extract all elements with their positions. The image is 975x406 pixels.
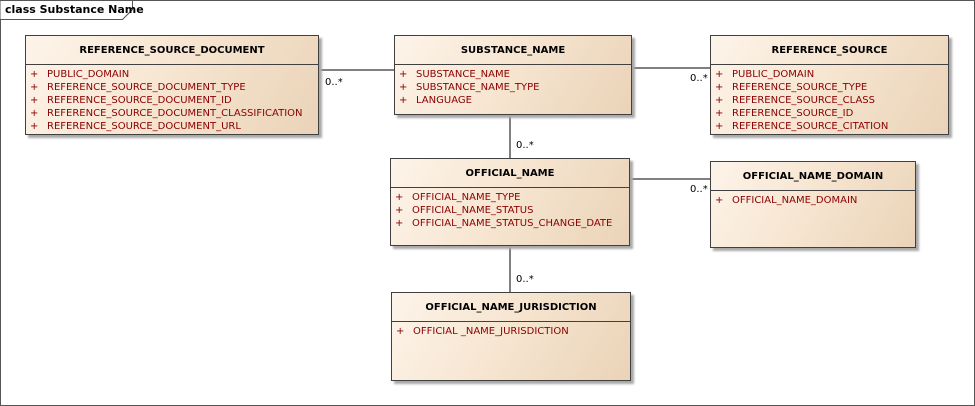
attribute: + REFERENCE_SOURCE_DOCUMENT_ID xyxy=(30,94,318,107)
attribute-name: REFERENCE_SOURCE_DOCUMENT_URL xyxy=(47,121,241,132)
frame-title-tab xyxy=(0,0,133,20)
attribute: + OFFICIAL_NAME_STATUS_CHANGE_DATE xyxy=(395,217,629,230)
visibility-marker: + xyxy=(395,218,404,229)
class-name: SUBSTANCE_NAME xyxy=(395,36,631,65)
attribute-list: + OFFICIAL_NAME_TYPE + OFFICIAL_NAME_STATU… xyxy=(391,188,629,230)
visibility-marker: + xyxy=(30,121,39,132)
attribute-name: OFFICIAL_NAME_DOMAIN xyxy=(732,195,858,206)
multiplicity-label: 0..* xyxy=(516,274,534,285)
attribute-name: PUBLIC_DOMAIN xyxy=(732,69,815,80)
visibility-marker: + xyxy=(715,195,724,206)
attribute-list: + SUBSTANCE_NAME + SUBSTANCE_NAME_TYPE + LA… xyxy=(395,65,631,107)
attribute-name: REFERENCE_SOURCE_CITATION xyxy=(732,121,889,132)
attribute-name: SUBSTANCE_NAME_TYPE xyxy=(416,82,540,93)
multiplicity-label: 0..* xyxy=(690,184,708,195)
attribute-name: REFERENCE_SOURCE_DOCUMENT_CLASSIFICATION xyxy=(47,108,303,119)
class-official-name-jurisdiction[interactable]: OFFICIAL_NAME_JURISDICTION + OFFICIAL _NA… xyxy=(391,292,631,381)
attribute: + REFERENCE_SOURCE_CITATION xyxy=(715,120,948,133)
attribute: + OFFICIAL _NAME_JURISDICTION xyxy=(396,325,630,338)
attribute-name: REFERENCE_SOURCE_ID xyxy=(732,108,854,119)
visibility-marker: + xyxy=(395,192,404,203)
class-substance-name[interactable]: SUBSTANCE_NAME + SUBSTANCE_NAME + SUBSTANC… xyxy=(394,35,632,115)
attribute: + SUBSTANCE_NAME_TYPE xyxy=(399,81,631,94)
attribute: + REFERENCE_SOURCE_ID xyxy=(715,107,948,120)
attribute-name: OFFICIAL_NAME_STATUS xyxy=(412,205,534,216)
attribute: + LANGUAGE xyxy=(399,94,631,107)
attribute: + REFERENCE_SOURCE_DOCUMENT_URL xyxy=(30,120,318,133)
visibility-marker: + xyxy=(715,108,724,119)
visibility-marker: + xyxy=(715,82,724,93)
attribute-list: + PUBLIC_DOMAIN + REFERENCE_SOURCE_DOCUMEN… xyxy=(26,65,318,133)
visibility-marker: + xyxy=(30,82,39,93)
attribute-list: + OFFICIAL_NAME_DOMAIN xyxy=(711,191,915,207)
visibility-marker: + xyxy=(715,69,724,80)
visibility-marker: + xyxy=(30,108,39,119)
class-name: OFFICIAL_NAME xyxy=(391,159,629,188)
visibility-marker: + xyxy=(715,121,724,132)
attribute: + OFFICIAL_NAME_TYPE xyxy=(395,191,629,204)
attribute: + OFFICIAL_NAME_STATUS xyxy=(395,204,629,217)
attribute-name: LANGUAGE xyxy=(416,95,472,106)
attribute: + PUBLIC_DOMAIN xyxy=(715,68,948,81)
attribute: + REFERENCE_SOURCE_TYPE xyxy=(715,81,948,94)
multiplicity-label: 0..* xyxy=(516,140,534,151)
class-official-name[interactable]: OFFICIAL_NAME + OFFICIAL_NAME_TYPE + OFFIC… xyxy=(390,158,630,246)
class-official-name-domain[interactable]: OFFICIAL_NAME_DOMAIN + OFFICIAL_NAME_DOMA… xyxy=(710,161,916,248)
visibility-marker: + xyxy=(30,95,39,106)
diagram-title: class Substance Name xyxy=(5,3,144,16)
class-name: OFFICIAL_NAME_JURISDICTION xyxy=(392,293,630,322)
class-reference-source[interactable]: REFERENCE_SOURCE + PUBLIC_DOMAIN + REFEREN… xyxy=(710,35,949,135)
attribute-name: SUBSTANCE_NAME xyxy=(416,69,510,80)
attribute-name: REFERENCE_SOURCE_TYPE xyxy=(732,82,868,93)
class-name: REFERENCE_SOURCE xyxy=(711,36,948,65)
attribute-name: OFFICIAL_NAME_TYPE xyxy=(412,192,521,203)
visibility-marker: + xyxy=(399,82,408,93)
attribute: + PUBLIC_DOMAIN xyxy=(30,68,318,81)
visibility-marker: + xyxy=(715,95,724,106)
attribute-name: PUBLIC_DOMAIN xyxy=(47,69,130,80)
attribute-name: REFERENCE_SOURCE_CLASS xyxy=(732,95,875,106)
visibility-marker: + xyxy=(30,69,39,80)
multiplicity-label: 0..* xyxy=(325,77,343,88)
attribute-name: REFERENCE_SOURCE_DOCUMENT_ID xyxy=(47,95,232,106)
class-name: REFERENCE_SOURCE_DOCUMENT xyxy=(26,36,318,65)
attribute-name: REFERENCE_SOURCE_DOCUMENT_TYPE xyxy=(47,82,246,93)
attribute: + OFFICIAL_NAME_DOMAIN xyxy=(715,194,915,207)
visibility-marker: + xyxy=(396,326,405,337)
visibility-marker: + xyxy=(399,95,408,106)
class-name: OFFICIAL_NAME_DOMAIN xyxy=(711,162,915,191)
attribute-list: + PUBLIC_DOMAIN + REFERENCE_SOURCE_TYPE + R… xyxy=(711,65,948,133)
attribute: + REFERENCE_SOURCE_DOCUMENT_TYPE xyxy=(30,81,318,94)
attribute: + REFERENCE_SOURCE_DOCUMENT_CLASSIFICATIO… xyxy=(30,107,318,120)
attribute: + REFERENCE_SOURCE_CLASS xyxy=(715,94,948,107)
class-reference-source-document[interactable]: REFERENCE_SOURCE_DOCUMENT + PUBLIC_DOMAIN… xyxy=(25,35,319,135)
attribute-name: OFFICIAL _NAME_JURISDICTION xyxy=(413,326,569,337)
multiplicity-label: 0..* xyxy=(690,73,708,84)
attribute: + SUBSTANCE_NAME xyxy=(399,68,631,81)
visibility-marker: + xyxy=(395,205,404,216)
attribute-list: + OFFICIAL _NAME_JURISDICTION xyxy=(392,322,630,338)
visibility-marker: + xyxy=(399,69,408,80)
attribute-name: OFFICIAL_NAME_STATUS_CHANGE_DATE xyxy=(412,218,613,229)
